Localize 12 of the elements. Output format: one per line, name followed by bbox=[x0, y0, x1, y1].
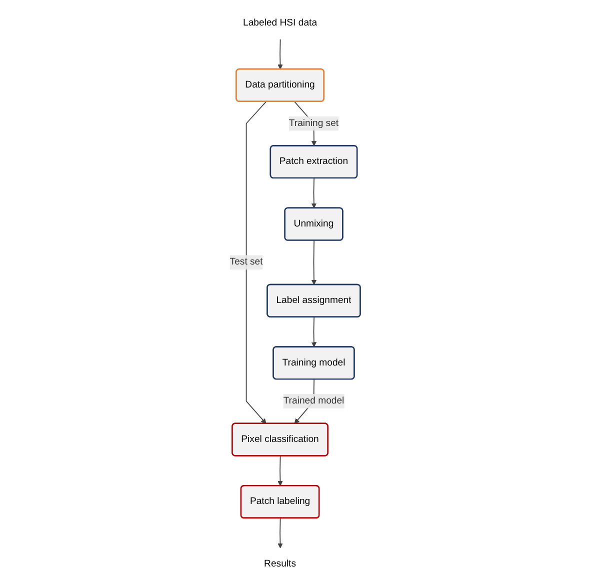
node-text: Results bbox=[264, 558, 296, 569]
edge-label: Trained model bbox=[283, 396, 344, 406]
arrow bbox=[278, 518, 283, 548]
arrow bbox=[246, 101, 266, 424]
arrow bbox=[311, 178, 317, 208]
arrow bbox=[278, 38, 283, 70]
edge-label: Test set bbox=[230, 256, 263, 268]
node-text: Labeled HSI data bbox=[242, 18, 317, 28]
arrow bbox=[311, 240, 317, 286]
edge-label: Training set bbox=[288, 118, 339, 128]
arrow bbox=[278, 456, 283, 486]
arrow bbox=[311, 316, 317, 348]
